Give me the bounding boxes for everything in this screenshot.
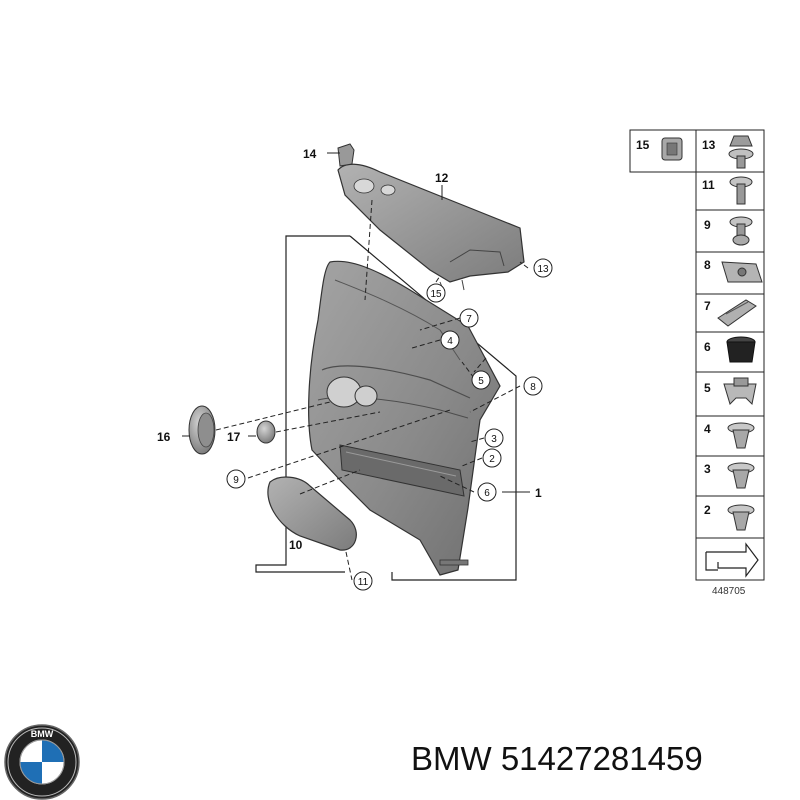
logo-lettering: BMW — [31, 729, 54, 739]
clip-icon-7 — [717, 299, 757, 327]
table-label-13: 13 — [702, 138, 716, 152]
callout-4: 4 — [447, 336, 453, 347]
circled-callouts — [226, 258, 553, 591]
callout-1: 1 — [535, 486, 542, 500]
bmw-logo: BMW — [4, 724, 80, 800]
screw-icon-9 — [729, 216, 753, 246]
screw-icon-11 — [729, 176, 753, 205]
callout-11: 11 — [358, 577, 369, 588]
product-caption: BMW 51427281459 — [411, 740, 703, 777]
push-clip-icon-3 — [727, 462, 755, 489]
grommet-part-17 — [256, 420, 276, 444]
callout-17: 17 — [227, 430, 241, 444]
clip-icon-15 — [661, 137, 683, 161]
table-label-11: 11 — [702, 178, 715, 192]
clip-icon-5 — [723, 377, 757, 406]
callout-16: 16 — [157, 430, 171, 444]
callout-3: 3 — [491, 434, 497, 445]
callout-10: 10 — [289, 538, 303, 552]
diagram-reference-number: 448705 — [712, 586, 746, 597]
table-label-7: 7 — [704, 299, 711, 313]
table-label-3: 3 — [704, 462, 711, 476]
push-clip-icon-2 — [727, 504, 755, 531]
callout-8: 8 — [530, 382, 536, 393]
table-label-15: 15 — [636, 138, 650, 152]
push-clip-icon-4 — [727, 422, 755, 449]
callout-12: 12 — [435, 171, 449, 185]
table-label-8: 8 — [704, 258, 711, 272]
upper-trim-part — [337, 163, 525, 293]
callout-7: 7 — [466, 314, 472, 325]
clip-nut-icon-8 — [721, 261, 763, 283]
circled-callout-text: 13 15 7 4 5 8 3 2 6 9 11 — [233, 264, 549, 588]
callout-15: 15 — [430, 289, 442, 300]
callout-5: 5 — [478, 376, 484, 387]
callout-6: 6 — [484, 488, 490, 499]
callout-2: 2 — [489, 454, 495, 465]
callout-14: 14 — [303, 147, 317, 161]
table-label-5: 5 — [704, 381, 711, 395]
table-label-4: 4 — [704, 422, 711, 436]
callout-9: 9 — [233, 475, 239, 486]
screw-icon-13 — [728, 135, 754, 169]
table-label-2: 2 — [704, 503, 711, 517]
parts-table: 15 13 11 9 8 7 6 5 4 3 2 448705 — [629, 129, 765, 597]
armrest-part-10 — [267, 476, 357, 551]
callout-labels: 14 12 16 17 10 1 — [157, 147, 542, 552]
grommet-icon-6 — [726, 336, 756, 363]
arrow-icon — [705, 542, 759, 578]
table-label-9: 9 — [704, 218, 711, 232]
leader-lines — [182, 152, 530, 581]
clip-part-14 — [337, 143, 355, 167]
table-label-6: 6 — [704, 340, 711, 354]
callout-13: 13 — [537, 264, 549, 275]
speaker-cover-part-16 — [188, 405, 216, 455]
